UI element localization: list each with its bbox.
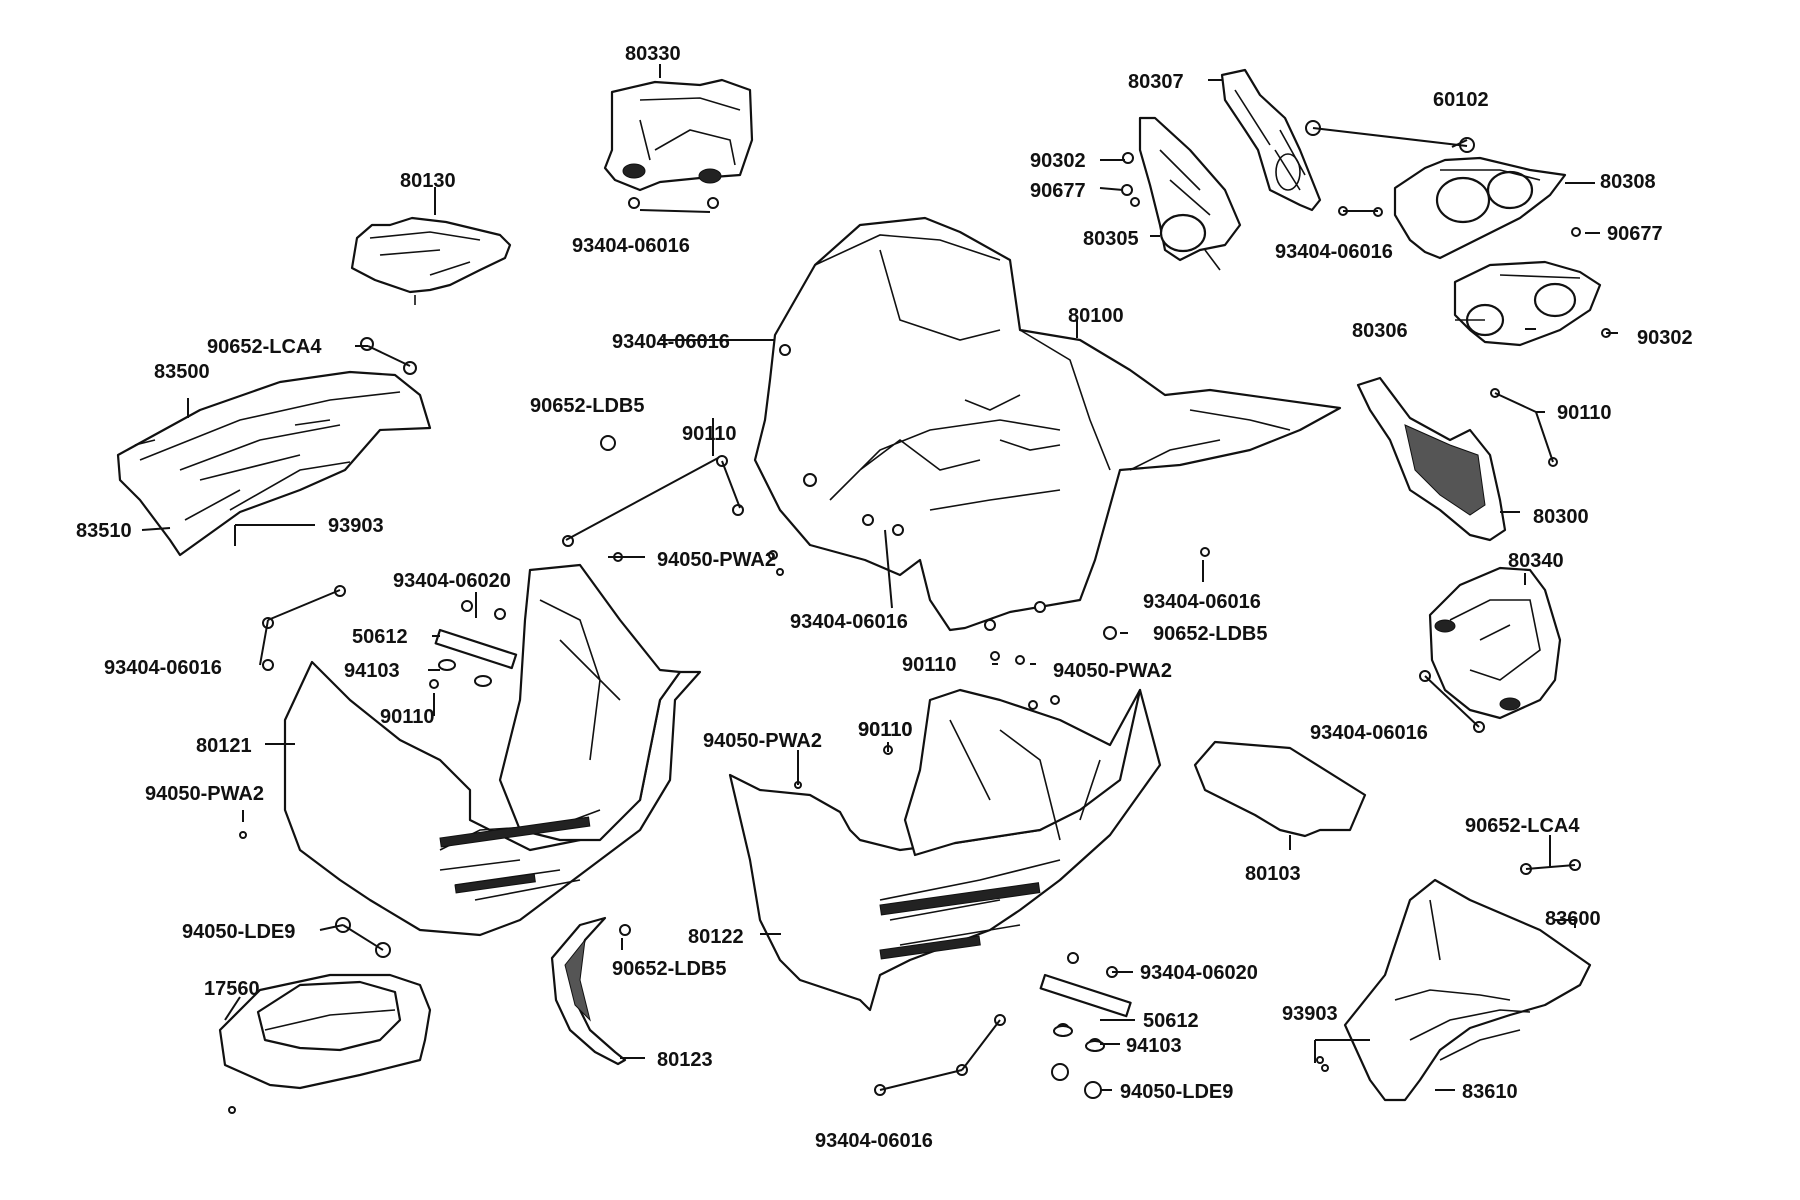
- label-93404-06016-g: 93404-06016: [1310, 722, 1428, 744]
- label-93404-06016-h: 93404-06016: [815, 1130, 933, 1152]
- label-90110-b: 90110: [380, 706, 435, 728]
- label-90652-lca4-a: 90652-LCA4: [207, 336, 322, 358]
- label-80100: 80100: [1068, 305, 1124, 327]
- label-17560: 17560: [204, 978, 260, 1000]
- label-90652-ldb5-c: 90652-LDB5: [1153, 623, 1268, 645]
- label-80340: 80340: [1508, 550, 1564, 572]
- label-93404-06016-a: 93404-06016: [572, 235, 690, 257]
- label-80305: 80305: [1083, 228, 1139, 250]
- label-94050-pwa2-c: 94050-PWA2: [1053, 660, 1172, 682]
- part-80306-drawing: [1453, 260, 1602, 347]
- label-83610: 83610: [1462, 1081, 1518, 1103]
- part-labels: 80330 93404-06016 80130 90652-LCA4 83500…: [76, 43, 1693, 1152]
- label-80103: 80103: [1245, 863, 1301, 885]
- label-93404-06016-b: 93404-06016: [612, 331, 730, 353]
- label-90302-a: 90302: [1030, 150, 1086, 172]
- part-80123-drawing: [550, 916, 627, 1066]
- label-93404-06016-d: 93404-06016: [1275, 241, 1393, 263]
- label-80330: 80330: [625, 43, 681, 65]
- label-90677-b: 90677: [1607, 223, 1663, 245]
- label-90652-lca4-b: 90652-LCA4: [1465, 815, 1580, 837]
- label-94103-b: 94103: [1126, 1035, 1182, 1057]
- part-80330-drawing: [603, 78, 754, 192]
- label-80306: 80306: [1352, 320, 1408, 342]
- label-90110-c: 90110: [902, 654, 957, 676]
- label-90652-ldb5-a: 90652-LDB5: [530, 395, 645, 417]
- label-60102: 60102: [1433, 89, 1489, 111]
- part-80308-drawing: [1393, 156, 1567, 260]
- label-80123: 80123: [657, 1049, 713, 1071]
- label-90110-a: 90110: [682, 423, 737, 445]
- label-94103-a: 94103: [344, 660, 400, 682]
- label-93404-06016-f: 93404-06016: [790, 611, 908, 633]
- label-80121: 80121: [196, 735, 252, 757]
- label-80122: 80122: [688, 926, 744, 948]
- label-90652-ldb5-b: 90652-LDB5: [612, 958, 727, 980]
- label-94050-pwa2-b: 94050-PWA2: [145, 783, 264, 805]
- label-93404-06016-e: 93404-06016: [1143, 591, 1261, 613]
- hardware-symbols: [228, 120, 1611, 1114]
- part-17560-drawing: [218, 973, 432, 1090]
- label-90110-d: 90110: [858, 719, 913, 741]
- label-94050-lde9-a: 94050-LDE9: [182, 921, 295, 943]
- part-80305-drawing: [1138, 116, 1242, 271]
- label-50612-b: 50612: [1143, 1010, 1199, 1032]
- label-93903-a: 93903: [328, 515, 384, 537]
- label-80300: 80300: [1533, 506, 1589, 528]
- part-80340-drawing: [1428, 566, 1562, 720]
- label-83510: 83510: [76, 520, 132, 542]
- part-83600-drawing: [1343, 878, 1592, 1102]
- label-80308: 80308: [1600, 171, 1656, 193]
- label-93404-06020-a: 93404-06020: [393, 570, 511, 592]
- part-80307-drawing: [1220, 68, 1322, 212]
- label-80130: 80130: [400, 170, 456, 192]
- label-94050-pwa2-d: 94050-PWA2: [703, 730, 822, 752]
- label-80307: 80307: [1128, 71, 1184, 93]
- part-83500-drawing: [116, 370, 432, 557]
- label-90110-f: 90110: [858, 719, 913, 741]
- part-80121-drawing: [283, 563, 702, 937]
- label-93404-06020-b: 93404-06020: [1140, 962, 1258, 984]
- part-80130-drawing: [350, 216, 512, 305]
- label-90677-a: 90677: [1030, 180, 1086, 202]
- label-90110-e: 90110: [1557, 402, 1612, 424]
- label-50612-a: 50612: [352, 626, 408, 648]
- label-93404-06016-c: 93404-06016: [104, 657, 222, 679]
- part-80300-drawing: [1356, 376, 1507, 542]
- label-94050-lde9-b: 94050-LDE9: [1120, 1081, 1233, 1103]
- label-83600: 83600: [1545, 908, 1601, 930]
- label-83500: 83500: [154, 361, 210, 383]
- leader-lines: [141, 64, 1618, 1091]
- part-80100-drawing: [753, 216, 1342, 632]
- part-80103-drawing: [1193, 740, 1367, 838]
- label-94050-pwa2-a: 94050-PWA2: [657, 549, 776, 571]
- part-80122-drawing: [728, 688, 1162, 1012]
- label-93903-b: 93903: [1282, 1003, 1338, 1025]
- label-90302-b: 90302: [1637, 327, 1693, 349]
